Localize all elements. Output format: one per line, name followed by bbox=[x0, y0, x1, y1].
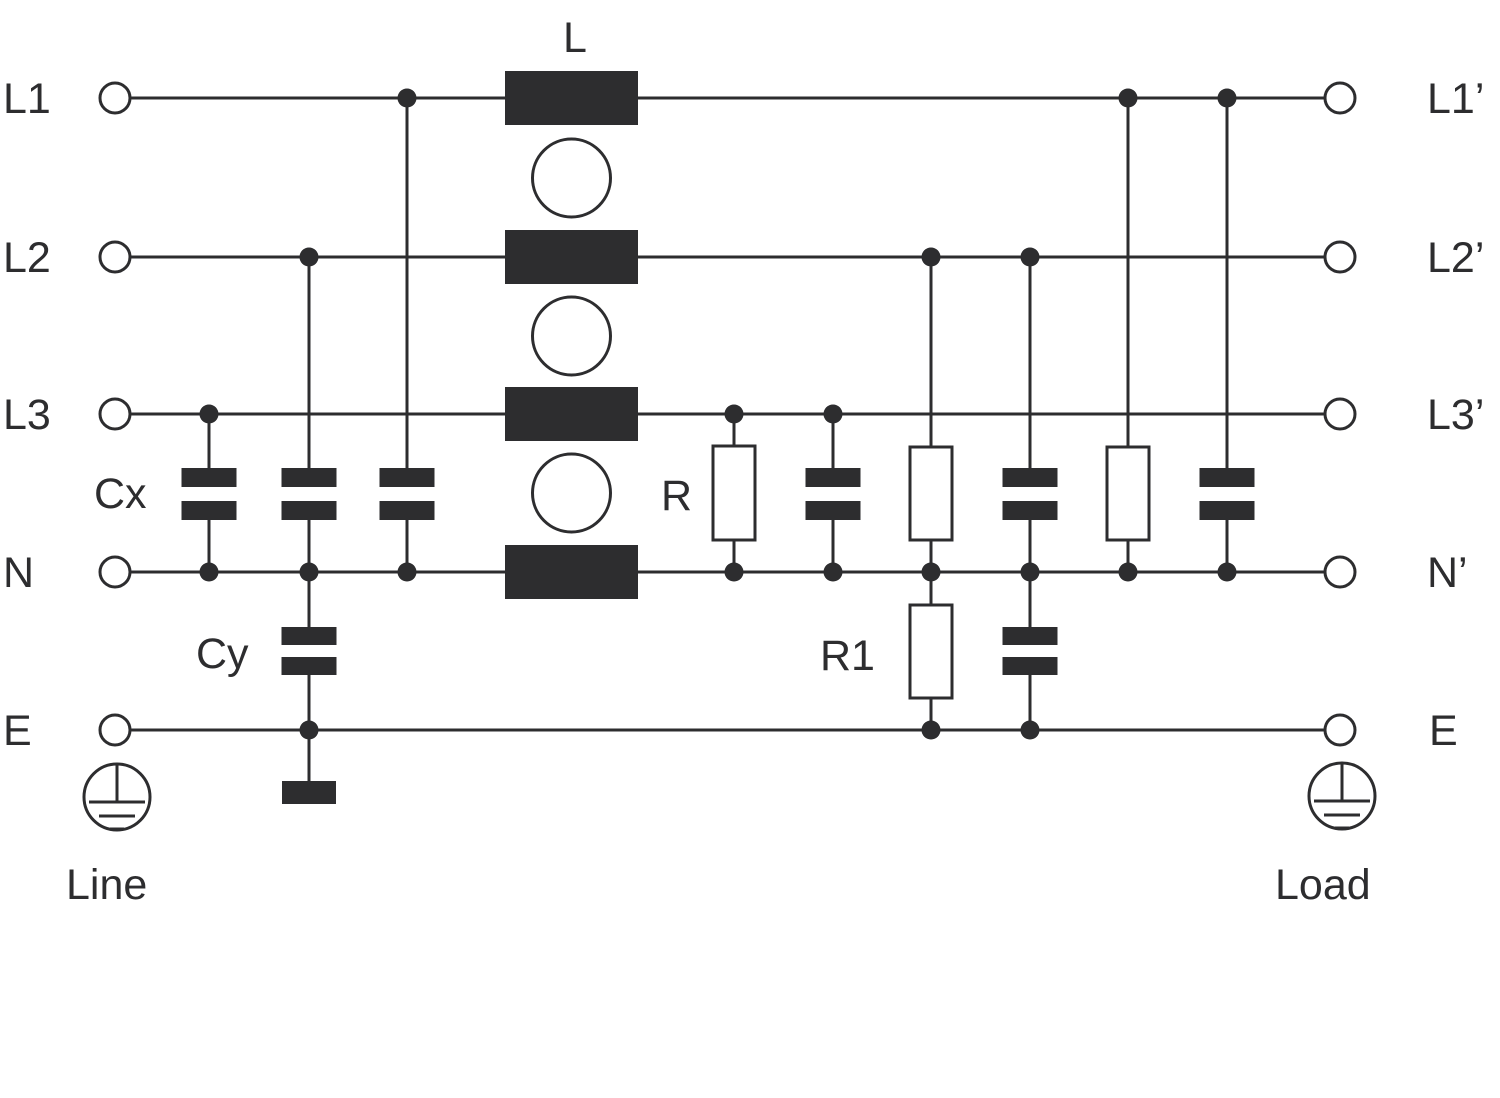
junction-dot bbox=[921, 247, 941, 267]
junction-dot bbox=[299, 247, 319, 267]
choke-core-icon bbox=[531, 452, 612, 534]
choke-core-icon bbox=[531, 137, 612, 219]
label-l3: L3 bbox=[3, 391, 51, 439]
label-cy: Cy bbox=[196, 630, 249, 678]
cy-capacitor-plate bbox=[281, 657, 337, 675]
label-l2-prime: L2’ bbox=[1427, 234, 1484, 282]
cx1-capacitor-plate bbox=[181, 468, 237, 487]
junction-dot bbox=[921, 562, 941, 582]
chassis-ground-bar-icon bbox=[282, 781, 336, 804]
protective-earth-icon-load bbox=[1307, 761, 1377, 831]
label-e: E bbox=[3, 707, 32, 755]
c-l1-capacitor-plate bbox=[1199, 501, 1255, 520]
junction-dot bbox=[1118, 88, 1138, 108]
choke-winding-l3 bbox=[505, 387, 638, 441]
junction-dot bbox=[299, 562, 319, 582]
cx2-capacitor-plate bbox=[281, 468, 337, 487]
resistor-r-l3 bbox=[711, 444, 757, 542]
label-r1: R1 bbox=[820, 632, 875, 680]
terminal-e bbox=[98, 713, 132, 747]
junction-dot bbox=[724, 562, 744, 582]
junction-dot bbox=[1020, 247, 1040, 267]
terminal-l2 bbox=[98, 240, 132, 274]
protective-earth-icon-line bbox=[82, 762, 152, 832]
junction-dots bbox=[199, 88, 1237, 740]
label-l3-prime: L3’ bbox=[1427, 391, 1484, 439]
resistor-r1 bbox=[908, 603, 954, 700]
junction-dot bbox=[1020, 720, 1040, 740]
bus-wires bbox=[130, 96, 1325, 732]
choke-core-icon bbox=[531, 295, 612, 377]
labels: L1 L2 L3 N E L1’ L2’ L3’ N’ E L Cx Cy R … bbox=[3, 14, 1484, 909]
label-l2: L2 bbox=[3, 234, 51, 282]
terminal-l3-prime bbox=[1323, 397, 1357, 431]
c-l3-capacitor-plate bbox=[805, 501, 861, 520]
c-l3-capacitor-plate bbox=[805, 468, 861, 487]
label-l1: L1 bbox=[3, 75, 51, 123]
terminal-l1 bbox=[98, 81, 132, 115]
label-cx: Cx bbox=[94, 470, 147, 518]
label-r: R bbox=[661, 472, 692, 520]
junction-dot bbox=[823, 404, 843, 424]
junction-dot bbox=[1020, 562, 1040, 582]
resistor-r-l2 bbox=[908, 445, 954, 542]
cy-load-capacitor-plate bbox=[1002, 657, 1058, 675]
cy-capacitor-line-side bbox=[281, 572, 337, 804]
load-side-rc-network bbox=[711, 98, 1255, 572]
label-n: N bbox=[3, 549, 34, 597]
c-l2-capacitor-plate bbox=[1002, 501, 1058, 520]
label-l1-prime: L1’ bbox=[1427, 75, 1484, 123]
terminals-right bbox=[1323, 81, 1357, 747]
choke-winding-n bbox=[505, 545, 638, 599]
load-side-ne-network bbox=[908, 572, 1058, 730]
cx3-capacitor-plate bbox=[379, 501, 435, 520]
c-l1-capacitor-plate bbox=[1199, 468, 1255, 487]
terminal-l1-prime bbox=[1323, 81, 1357, 115]
terminal-n-prime bbox=[1323, 555, 1357, 589]
choke-winding-l1 bbox=[505, 71, 638, 125]
label-inductor: L bbox=[563, 14, 587, 62]
c-l2-capacitor-plate bbox=[1002, 468, 1058, 487]
cx1-capacitor-plate bbox=[181, 501, 237, 520]
junction-dot bbox=[199, 404, 219, 424]
junction-dot bbox=[397, 88, 417, 108]
cy-load-capacitor-plate bbox=[1002, 627, 1058, 645]
cx2-capacitor-plate bbox=[281, 501, 337, 520]
label-load-side: Load bbox=[1275, 861, 1371, 909]
junction-dot bbox=[299, 720, 319, 740]
common-mode-choke bbox=[505, 71, 638, 599]
junction-dot bbox=[199, 562, 219, 582]
cy-capacitor-plate bbox=[281, 627, 337, 645]
resistor-r-l1 bbox=[1105, 445, 1151, 542]
cx3-capacitor-plate bbox=[379, 468, 435, 487]
junction-dot bbox=[1118, 562, 1138, 582]
junction-dot bbox=[724, 404, 744, 424]
label-n-prime: N’ bbox=[1427, 549, 1468, 597]
terminal-l2-prime bbox=[1323, 240, 1357, 274]
terminal-l3 bbox=[98, 397, 132, 431]
junction-dot bbox=[823, 562, 843, 582]
junction-dot bbox=[397, 562, 417, 582]
junction-dot bbox=[1217, 88, 1237, 108]
terminal-e-prime bbox=[1323, 713, 1357, 747]
junction-dot bbox=[1217, 562, 1237, 582]
label-line-side: Line bbox=[66, 861, 147, 909]
terminal-n bbox=[98, 555, 132, 589]
label-e-prime: E bbox=[1429, 707, 1458, 755]
cx-capacitor-bank bbox=[181, 98, 435, 572]
junction-dot bbox=[921, 720, 941, 740]
choke-winding-l2 bbox=[505, 230, 638, 284]
terminals-left bbox=[98, 81, 132, 747]
